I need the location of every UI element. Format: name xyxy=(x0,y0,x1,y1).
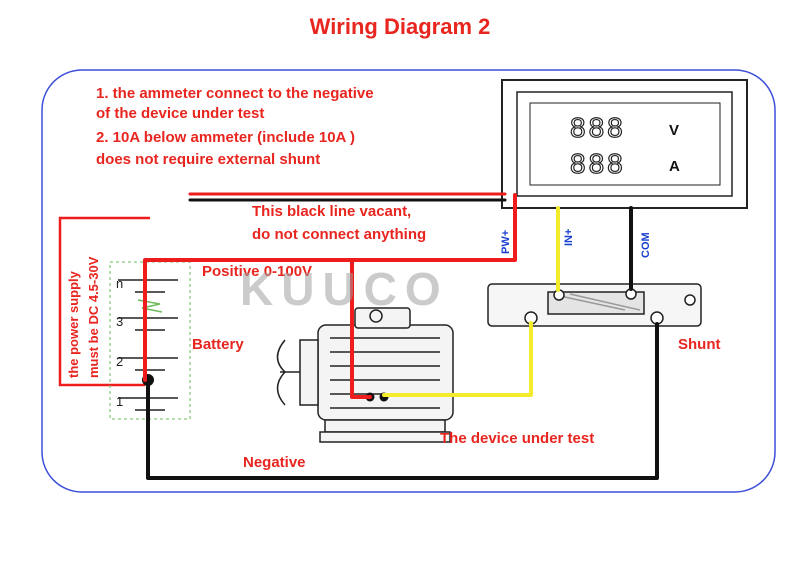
shunt xyxy=(487,283,702,327)
device-label: The device under test xyxy=(440,430,595,447)
shunt-label: Shunt xyxy=(678,336,721,353)
battery-cell-n: n xyxy=(116,276,124,291)
note-line-1: 1. the ammeter connect to the negative xyxy=(96,85,374,102)
black-line-note-1: This black line vacant, xyxy=(252,203,412,220)
device-under-test-motor xyxy=(276,307,454,443)
positive-label: Positive 0-100V xyxy=(202,263,313,280)
power-supply-bracket xyxy=(58,216,150,387)
note-line-3: 2. 10A below ammeter (include 10A ) xyxy=(96,129,355,146)
power-supply-note-1: the power supply xyxy=(66,271,81,378)
yellow-device-wire xyxy=(382,321,533,397)
diagram-frame xyxy=(41,69,776,493)
meter-current-digits: 888 xyxy=(569,147,626,179)
meter-unit-v: V xyxy=(669,122,680,139)
black-line-note-2: do not connect anything xyxy=(252,226,427,243)
meter-voltage-digits: 888 xyxy=(569,111,626,143)
note-line-4: does not require external shunt xyxy=(96,151,321,168)
in-terminal-label: IN+ xyxy=(563,228,575,246)
negative-wire xyxy=(146,322,659,480)
meter-unit-a: A xyxy=(669,158,680,175)
battery-cell-3: 3 xyxy=(116,314,124,329)
negative-label: Negative xyxy=(243,454,306,471)
diagram-title: Wiring Diagram 2 xyxy=(309,14,491,39)
red-positive-wire xyxy=(143,258,354,382)
watermark-logo: KUUCO xyxy=(240,263,449,315)
battery-cells xyxy=(118,279,178,411)
com-terminal-label: COM xyxy=(640,232,652,258)
battery-cell-1: 1 xyxy=(116,394,124,409)
panel-meter xyxy=(501,79,748,209)
note-line-2: of the device under test xyxy=(96,105,265,122)
battery-cell-2: 2 xyxy=(116,354,124,369)
pw-terminal-label: PW+ xyxy=(500,229,512,254)
power-supply-note-2: must be DC 4.5-30V xyxy=(86,256,101,378)
battery-label: Battery xyxy=(192,336,244,353)
